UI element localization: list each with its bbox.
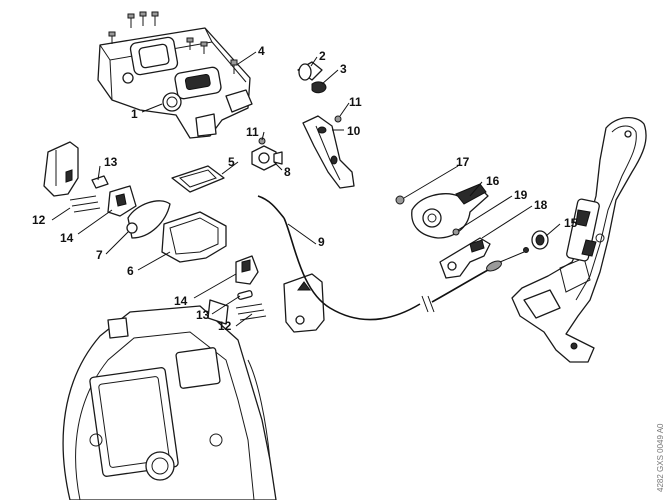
part-14-slide-lower (235, 255, 259, 285)
handle-assembly (511, 117, 647, 363)
callout-11-lower: 11 (246, 125, 259, 139)
callout-15: 15 (564, 216, 578, 230)
part-warning-lever (283, 273, 325, 333)
drawing-number: 4282 GXS 0049 A0 (656, 423, 665, 492)
callout-2: 2 (319, 49, 326, 63)
leader-lines (51, 51, 561, 327)
callout-19: 19 (514, 188, 528, 202)
part-17-screw (395, 195, 405, 205)
callout-13-upper: 13 (104, 155, 118, 169)
part-2-cap (297, 61, 323, 81)
part-10-bracket (302, 115, 355, 189)
callout-14-upper: 14 (60, 231, 74, 245)
callout-8: 8 (284, 165, 291, 179)
part-13-spring-upper (91, 175, 109, 189)
part-13-spring-lower (237, 290, 253, 300)
part-7-seal (126, 200, 171, 239)
part-12-pins-lower (235, 303, 267, 321)
callout-1: 1 (131, 107, 138, 121)
callout-16: 16 (486, 174, 500, 188)
callout-9: 9 (318, 235, 325, 249)
part-15-bushing (531, 230, 549, 250)
callout-14-lower: 14 (174, 294, 188, 308)
callout-17: 17 (456, 155, 470, 169)
callout-13-lower: 13 (196, 308, 210, 322)
part-6-shroud (161, 211, 227, 263)
callout-4: 4 (258, 44, 265, 58)
callout-12-lower: 12 (218, 319, 232, 333)
part-19-pin (452, 228, 460, 236)
callout-10: 10 (347, 124, 361, 138)
callouts: 1 2 3 4 5 6 7 8 9 10 11 11 12 12 13 13 1… (32, 44, 578, 333)
callout-5: 5 (228, 155, 235, 169)
part-12-pins-upper (69, 195, 101, 213)
callout-7: 7 (96, 248, 103, 262)
callout-6: 6 (127, 264, 134, 278)
part-1-housing (97, 27, 253, 139)
callout-11-upper: 11 (349, 95, 362, 109)
part-9-cable (257, 195, 529, 321)
part-8-fitting (251, 145, 283, 171)
part-trigger-left (43, 141, 79, 197)
callout-12-upper: 12 (32, 213, 46, 227)
part-18-lever (439, 237, 491, 279)
part-16-throttle-trigger (411, 183, 489, 239)
part-5-gasket (171, 165, 225, 193)
callout-3: 3 (340, 62, 347, 76)
screws-part-1 (108, 11, 238, 74)
frame-bottom-left (62, 299, 277, 500)
part-11-screw-upper (334, 115, 342, 123)
callout-18: 18 (534, 198, 548, 212)
part-3-clip (311, 81, 327, 94)
part-14-slide-upper (107, 185, 137, 217)
